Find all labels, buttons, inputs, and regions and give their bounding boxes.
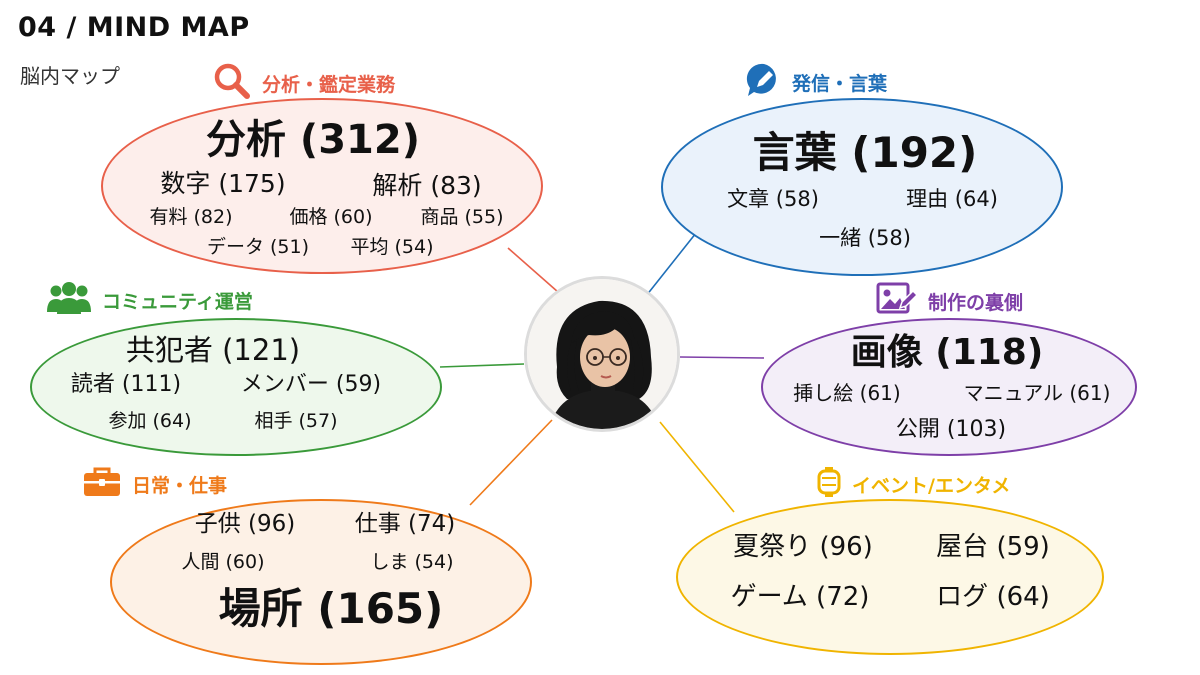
keyword: データ (51) <box>206 236 310 258</box>
link-analysis <box>507 247 559 293</box>
link-community <box>439 363 525 368</box>
briefcase-icon <box>82 466 122 503</box>
keyword: 挿し絵 (61) <box>793 381 901 405</box>
group-node-events[interactable] <box>676 499 1104 655</box>
keyword: 解析 (83) <box>372 171 482 200</box>
keyword-main: 画像 (118) <box>850 332 1044 373</box>
keyword: 参加 (64) <box>108 410 192 432</box>
group-label-analysis: 分析・鑑定業務 <box>212 62 395 105</box>
keyword: 人間 (60) <box>181 551 265 573</box>
group-label-events: イベント/エンタメ <box>816 466 1010 503</box>
page-subtitle: 脳内マップ <box>20 64 120 88</box>
center-avatar[interactable] <box>524 276 680 432</box>
keyword-main: 言葉 (192) <box>752 128 978 177</box>
portrait-avatar-icon <box>527 279 677 429</box>
keyword: しま (54) <box>370 551 454 573</box>
group-label-text: 発信・言葉 <box>792 73 888 95</box>
keyword: 文章 (58) <box>727 187 819 211</box>
keyword-main: 場所 (165) <box>218 584 444 633</box>
people-icon <box>46 282 92 319</box>
group-label-text: コミュニティ運営 <box>102 291 253 313</box>
keyword: ログ (64) <box>936 582 1050 612</box>
lantern-icon <box>816 466 842 503</box>
group-label-community: コミュニティ運営 <box>46 282 253 319</box>
keyword: マニュアル (61) <box>963 381 1111 405</box>
keyword-main: 共犯者 (121) <box>125 333 301 367</box>
link-creation <box>679 356 765 359</box>
page-title: 04 / MIND MAP <box>18 12 250 43</box>
group-node-community[interactable] <box>30 318 442 456</box>
link-words <box>645 227 701 297</box>
keyword: 価格 (60) <box>289 206 373 228</box>
keyword: 屋台 (59) <box>936 532 1050 562</box>
keyword: 仕事 (74) <box>354 511 456 537</box>
group-label-creation: 制作の裏側 <box>876 282 1023 321</box>
keyword: 公開 (103) <box>895 417 1007 442</box>
group-label-text: 日常・仕事 <box>132 475 228 497</box>
group-label-text: 分析・鑑定業務 <box>262 74 396 96</box>
keyword: 夏祭り (96) <box>733 532 873 562</box>
image-edit-icon <box>876 282 919 321</box>
group-label-daily: 日常・仕事 <box>82 466 227 503</box>
keyword: 読者 (111) <box>70 372 182 397</box>
magnifier-icon <box>212 62 252 105</box>
group-label-text: イベント/エンタメ <box>852 475 1011 497</box>
group-node-daily[interactable] <box>110 499 532 665</box>
link-events <box>659 421 735 513</box>
keyword: ゲーム (72) <box>730 582 870 612</box>
keyword: 数字 (175) <box>160 169 286 198</box>
group-label-text: 制作の裏側 <box>928 292 1024 314</box>
link-daily <box>469 419 553 506</box>
keyword: 子供 (96) <box>194 511 296 537</box>
group-node-creation[interactable] <box>761 318 1137 456</box>
keyword: メンバー (59) <box>240 372 382 397</box>
keyword-main: 分析 (312) <box>206 117 420 163</box>
keyword: 平均 (54) <box>350 236 434 258</box>
group-node-words[interactable] <box>661 98 1063 276</box>
group-node-analysis[interactable] <box>101 98 543 274</box>
keyword: 有料 (82) <box>149 206 233 228</box>
pencil-bubble-icon <box>746 62 782 103</box>
keyword: 相手 (57) <box>254 410 338 432</box>
keyword: 商品 (55) <box>420 206 504 228</box>
group-label-words: 発信・言葉 <box>746 62 887 103</box>
keyword: 理由 (64) <box>906 187 998 211</box>
keyword: 一緒 (58) <box>819 226 911 250</box>
